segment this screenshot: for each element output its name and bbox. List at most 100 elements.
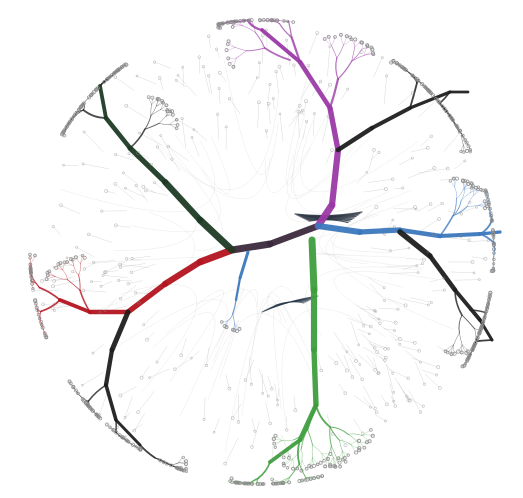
branch-edge bbox=[140, 445, 155, 458]
faint-edge bbox=[225, 438, 238, 464]
faint-edge bbox=[134, 414, 144, 431]
faint-edge bbox=[137, 76, 156, 84]
trunk-black-ne bbox=[338, 128, 372, 150]
trunk-green bbox=[312, 240, 314, 290]
faint-edge bbox=[176, 80, 186, 87]
faint-edge bbox=[430, 278, 444, 282]
faint-edge bbox=[361, 333, 375, 348]
faint-edge bbox=[447, 238, 469, 241]
faint-edge bbox=[218, 114, 219, 140]
trunk-green bbox=[300, 405, 316, 440]
faint-edge bbox=[363, 397, 376, 412]
faint-edge bbox=[142, 366, 150, 378]
faint-arc bbox=[213, 289, 244, 361]
branch-edge bbox=[440, 216, 453, 236]
branch-edge bbox=[316, 405, 330, 427]
branch-edge bbox=[454, 333, 460, 345]
faint-edge bbox=[101, 281, 112, 286]
branch-edge bbox=[151, 110, 160, 116]
faint-edge bbox=[374, 58, 383, 77]
faint-edge bbox=[288, 112, 301, 127]
trunk-darkgreen bbox=[106, 118, 130, 148]
faint-arc bbox=[160, 96, 278, 190]
branch-edge bbox=[228, 314, 233, 321]
branch-edge bbox=[467, 195, 473, 206]
faint-edge bbox=[304, 101, 307, 116]
faint-arc bbox=[282, 309, 386, 423]
faint-edge bbox=[444, 133, 460, 152]
faint-edge bbox=[115, 184, 134, 200]
branch-edge bbox=[339, 440, 351, 445]
branch-edge bbox=[235, 47, 247, 50]
branch-edge bbox=[247, 48, 265, 51]
faint-edge bbox=[397, 207, 415, 213]
faint-edge bbox=[120, 387, 136, 396]
faint-edge bbox=[92, 281, 102, 282]
faint-edge bbox=[412, 358, 438, 367]
faint-arc bbox=[287, 134, 372, 198]
branch-edge bbox=[39, 288, 60, 300]
faint-edge bbox=[204, 398, 205, 420]
faint-edge bbox=[368, 179, 392, 182]
branch-edge bbox=[151, 105, 152, 116]
faint-edge bbox=[334, 332, 347, 352]
faint-edge bbox=[278, 389, 280, 401]
faint-edge bbox=[157, 147, 166, 159]
faint-edge bbox=[351, 322, 359, 345]
trunk-magenta bbox=[332, 150, 338, 205]
faint-edge bbox=[416, 362, 425, 384]
faint-edge bbox=[249, 78, 258, 95]
faint-edge bbox=[192, 137, 199, 156]
trunk-darkgreen bbox=[100, 86, 106, 118]
faint-edge bbox=[103, 275, 127, 277]
faint-edge bbox=[182, 119, 186, 147]
faint-edge bbox=[379, 308, 398, 309]
faint-arc bbox=[300, 120, 417, 192]
faint-edge bbox=[194, 130, 207, 141]
branch-edge bbox=[354, 40, 355, 47]
faint-edge bbox=[226, 375, 230, 389]
faint-arc bbox=[120, 284, 197, 391]
trunk-blue bbox=[318, 226, 360, 232]
faint-edge bbox=[428, 204, 442, 212]
branch-edge bbox=[130, 129, 145, 148]
hub-connector bbox=[232, 244, 270, 250]
trunk-magenta bbox=[330, 108, 338, 150]
trunk-blue bbox=[480, 232, 500, 234]
faint-edge bbox=[273, 99, 274, 110]
branch-edge bbox=[282, 440, 295, 441]
faint-edge bbox=[389, 370, 408, 379]
trunk-black-sw bbox=[106, 385, 116, 420]
faint-edge bbox=[358, 355, 375, 370]
trunk-black-se bbox=[455, 290, 480, 320]
faint-edge bbox=[402, 347, 419, 351]
faint-edge bbox=[175, 360, 189, 369]
faint-edge bbox=[93, 344, 104, 353]
trunk-red bbox=[60, 300, 90, 312]
branch-edge bbox=[456, 189, 463, 198]
faint-edge bbox=[339, 384, 346, 394]
faint-edge bbox=[161, 136, 172, 157]
faint-arc bbox=[205, 289, 258, 367]
faint-edge bbox=[400, 298, 429, 305]
faint-edge bbox=[350, 358, 363, 379]
faint-edge bbox=[53, 227, 60, 235]
branch-edge bbox=[352, 55, 365, 61]
faint-edge bbox=[454, 280, 479, 281]
faint-edge bbox=[53, 306, 71, 308]
faint-edge bbox=[369, 278, 384, 288]
branch-edge bbox=[348, 434, 362, 436]
faint-edge bbox=[358, 329, 370, 334]
branch-edge bbox=[237, 51, 247, 58]
faint-edge bbox=[83, 290, 106, 292]
trunk-black-ne bbox=[372, 108, 410, 128]
faint-edge bbox=[341, 89, 348, 99]
faint-edge bbox=[451, 272, 474, 273]
faint-edge bbox=[454, 161, 465, 169]
faint-edge bbox=[168, 147, 188, 161]
faint-edge bbox=[126, 106, 147, 119]
branch-edge bbox=[336, 58, 338, 79]
faint-edge bbox=[354, 395, 371, 407]
faint-edge bbox=[411, 148, 428, 152]
